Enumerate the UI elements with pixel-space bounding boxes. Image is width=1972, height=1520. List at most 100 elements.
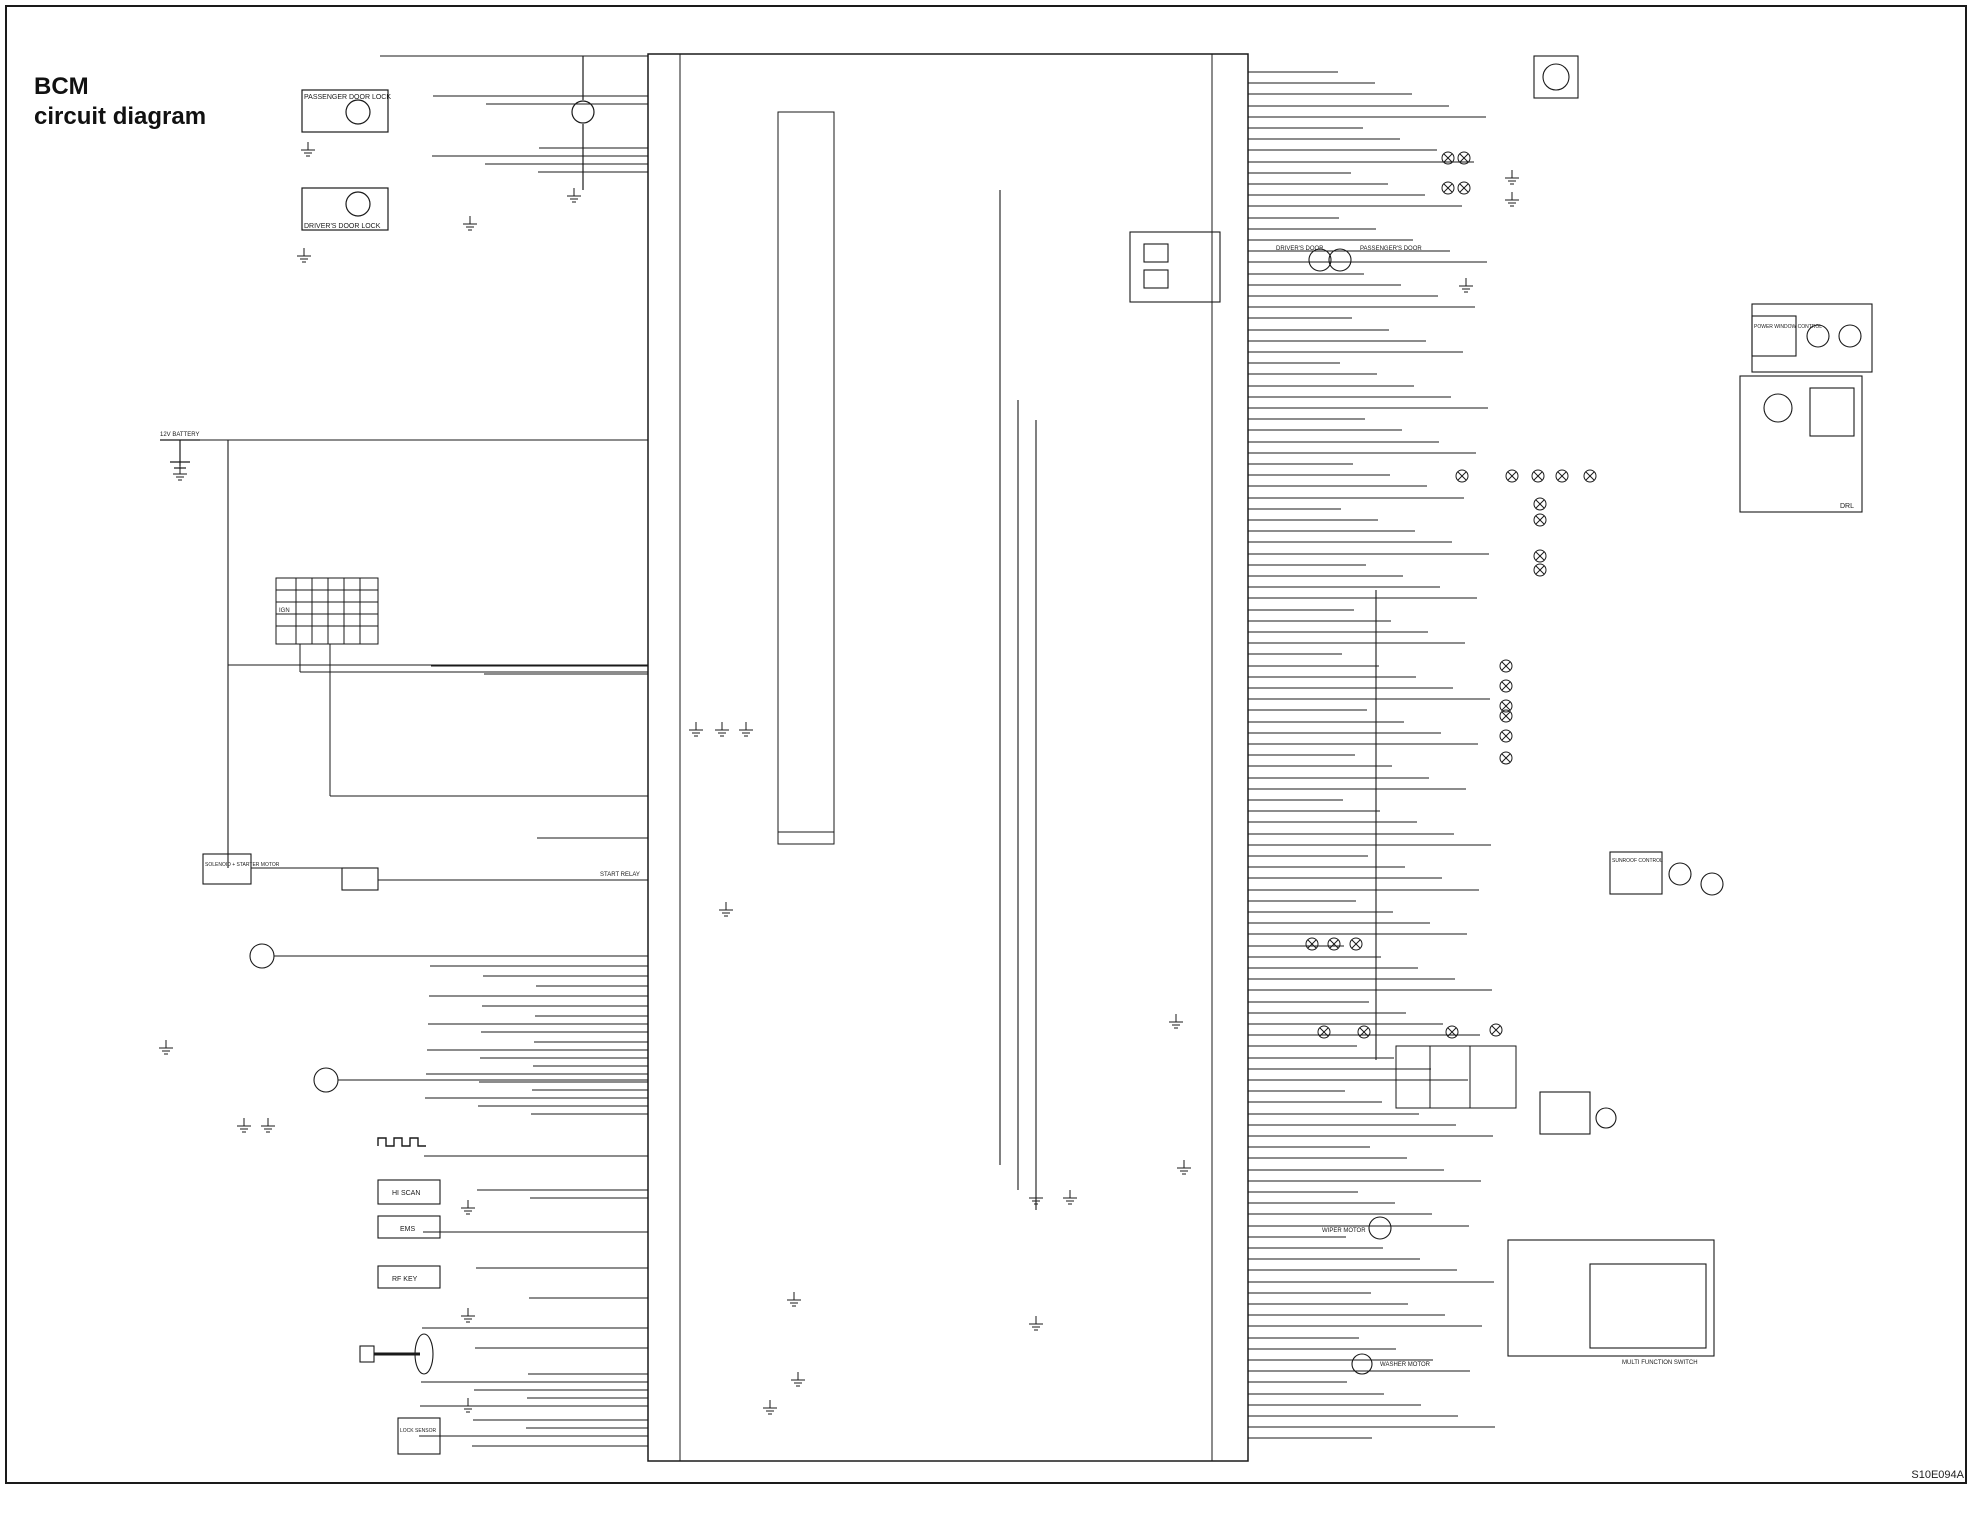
sunroof-control-box: SUNROOF CONTROL bbox=[1609, 851, 1724, 896]
sunroof-label: SUNROOF CONTROL bbox=[1612, 858, 1663, 864]
battery-symbol: 12V BATTERY bbox=[160, 432, 200, 469]
mirror-relay-block bbox=[1129, 231, 1221, 303]
passenger-door-lock: PASSENGER DOOR LOCK bbox=[301, 89, 391, 133]
ps-door-label: PASSENGER'S DOOR bbox=[1360, 246, 1422, 252]
ground-symbol bbox=[261, 1118, 275, 1133]
ground-symbol bbox=[567, 188, 581, 203]
lamp-bulb bbox=[1533, 497, 1547, 511]
lamp-bulb bbox=[1499, 709, 1513, 723]
ground-symbol bbox=[787, 1292, 801, 1307]
lamp-bulbs bbox=[1305, 151, 1597, 1039]
lamp-bulb bbox=[1499, 751, 1513, 765]
ground-symbol bbox=[1029, 1190, 1043, 1205]
rf-key-label: RF KEY bbox=[392, 1276, 418, 1283]
ground-symbol bbox=[715, 722, 729, 737]
ground-symbol bbox=[1169, 1014, 1183, 1029]
solenoid-starter: SOLENOID + STARTER MOTOR bbox=[202, 853, 280, 885]
bcm-icon-top-right bbox=[1533, 55, 1579, 99]
ground-symbol bbox=[173, 466, 187, 481]
ground-symbol bbox=[739, 722, 753, 737]
pass-lock-label: PASSENGER DOOR LOCK bbox=[304, 94, 391, 101]
fuse-column bbox=[777, 111, 835, 845]
rf-key-box: RF KEY bbox=[377, 1265, 441, 1289]
title-line-1: BCM bbox=[34, 73, 89, 100]
lamp-bulb bbox=[1533, 513, 1547, 527]
ground-symbol bbox=[461, 1308, 475, 1323]
outer-frame bbox=[5, 5, 1967, 1484]
lock-sensor-box: LOCK SENSOR bbox=[397, 1417, 441, 1455]
right-side-wires bbox=[1248, 71, 1495, 1439]
ground-symbol bbox=[1505, 170, 1519, 185]
lamp-bulb bbox=[1305, 937, 1319, 951]
power-window-control-top: POWER WINDOW CONTROL bbox=[1751, 303, 1873, 373]
ground-symbol bbox=[1505, 192, 1519, 207]
start-relay-label: START RELAY bbox=[600, 872, 640, 878]
lamp-bulb bbox=[1457, 151, 1471, 165]
power-window-label: POWER WINDOW CONTROL bbox=[1754, 324, 1822, 330]
start-relay: START RELAY bbox=[251, 867, 648, 891]
ground-symbol bbox=[763, 1400, 777, 1415]
transponder bbox=[359, 1333, 434, 1375]
ign-key-label: IGN bbox=[279, 608, 290, 614]
drl-label: DRL bbox=[1840, 503, 1854, 510]
left-side-wires bbox=[380, 55, 648, 1447]
hi-scan-label: HI SCAN bbox=[392, 1190, 420, 1197]
lamp-bulb bbox=[1531, 469, 1545, 483]
ignition-switch-table: IGN bbox=[275, 577, 379, 645]
lamp-bulb bbox=[1457, 181, 1471, 195]
drl-module: DRL bbox=[1739, 375, 1863, 513]
lamp-bulb bbox=[1583, 469, 1597, 483]
transistor-left-1 bbox=[249, 943, 648, 969]
ground-symbol bbox=[159, 1040, 173, 1055]
ground-symbol bbox=[791, 1372, 805, 1387]
lamp-bulb bbox=[1441, 181, 1455, 195]
lamp-bulb bbox=[1499, 699, 1513, 713]
ems-label: EMS bbox=[400, 1226, 416, 1233]
lamp-bulb bbox=[1445, 1025, 1459, 1039]
battery-label: 12V BATTERY bbox=[160, 432, 199, 438]
ground-symbol bbox=[689, 722, 703, 737]
lamp-bulb bbox=[1533, 549, 1547, 563]
ground-symbol bbox=[1459, 278, 1473, 293]
lamp-bulb bbox=[1357, 1025, 1371, 1039]
lamp-bulb bbox=[1499, 659, 1513, 673]
hi-scan-box: HI SCAN bbox=[377, 1179, 441, 1205]
solenoid-label: SOLENOID + STARTER MOTOR bbox=[205, 862, 280, 868]
washer-motor-label: WASHER MOTOR bbox=[1380, 1362, 1431, 1368]
lamp-bulb bbox=[1455, 469, 1469, 483]
ground-symbol bbox=[719, 902, 733, 917]
ground-symbol bbox=[297, 248, 311, 263]
lamp-bulb bbox=[1317, 1025, 1331, 1039]
washer-motor: WASHER MOTOR bbox=[1351, 1353, 1431, 1375]
door-switch-block bbox=[1395, 1045, 1517, 1109]
diagram-title: BCM circuit diagram bbox=[34, 72, 206, 132]
driver-lock-label: DRIVER'S DOOR LOCK bbox=[304, 223, 381, 230]
ground-symbol bbox=[1029, 1316, 1043, 1331]
multi-function-switch: MULTI FUNCTION SWITCH bbox=[1507, 1239, 1715, 1366]
ref-code: S10E094A bbox=[1911, 1469, 1964, 1481]
ground-symbol bbox=[301, 142, 315, 157]
ground-symbol bbox=[1177, 1160, 1191, 1175]
ground-symbol bbox=[461, 1398, 475, 1413]
title-line-2: circuit diagram bbox=[34, 103, 207, 130]
ground-symbols bbox=[159, 142, 1519, 1415]
door-mirror-motors: DRIVER'S DOOR PASSENGER'S DOOR bbox=[1276, 246, 1422, 272]
lamp-bulb bbox=[1499, 679, 1513, 693]
ground-symbol bbox=[1063, 1190, 1077, 1205]
transistor-left-2 bbox=[313, 1067, 648, 1093]
sunroof-motor-lower bbox=[1539, 1091, 1617, 1135]
pulse-symbol bbox=[377, 1137, 426, 1147]
right-trunk-wires bbox=[999, 190, 1377, 1210]
lock-motor bbox=[571, 56, 595, 190]
lamp-bulb bbox=[1533, 563, 1547, 577]
lamp-bulb bbox=[1505, 469, 1519, 483]
bcm-body bbox=[647, 53, 1249, 1462]
lamp-bulb bbox=[1441, 151, 1455, 165]
dr-door-label: DRIVER'S DOOR bbox=[1276, 246, 1324, 252]
lamp-bulb bbox=[1555, 469, 1569, 483]
mfs-label: MULTI FUNCTION SWITCH bbox=[1622, 1360, 1698, 1366]
lock-sensor-label: LOCK SENSOR bbox=[400, 1428, 437, 1434]
lamp-bulb bbox=[1499, 729, 1513, 743]
